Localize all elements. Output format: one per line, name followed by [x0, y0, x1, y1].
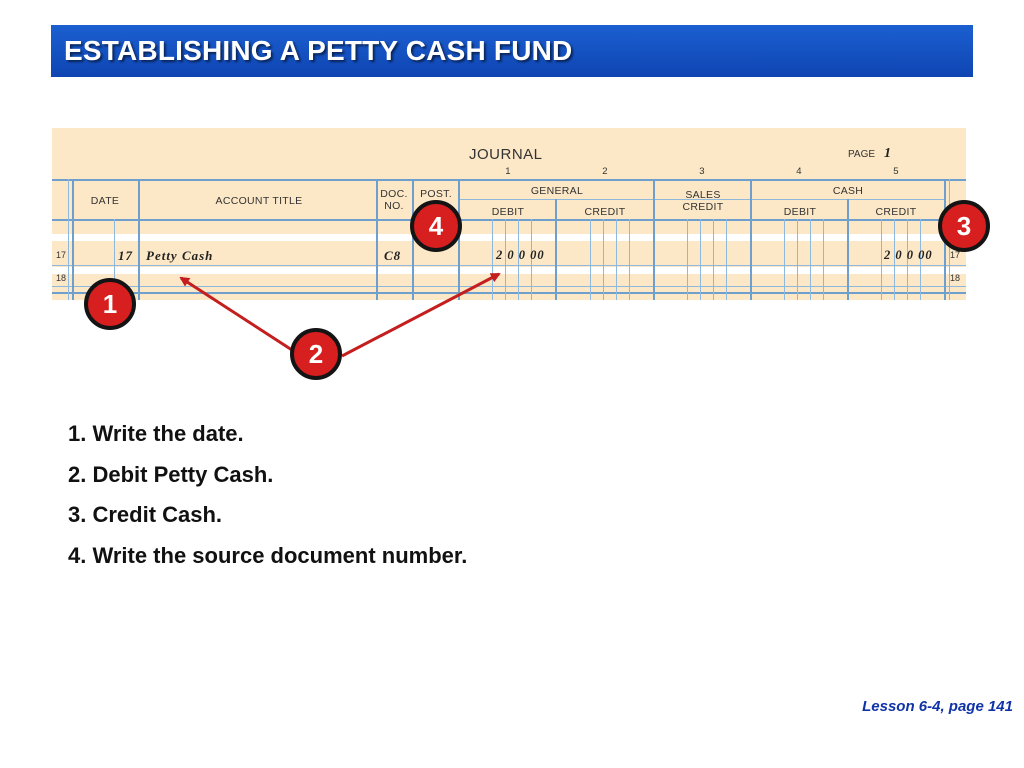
col-rule: [505, 219, 506, 300]
col-rule: [629, 219, 630, 300]
col-rule: [518, 219, 519, 300]
header-doc-no-line1: DOC.: [380, 188, 408, 200]
journal-form: JOURNAL PAGE 1 1 2 3 4 5 DATE ACCOUNT TI…: [52, 128, 966, 300]
header-post-ref: POST.: [420, 188, 452, 200]
col-rule: [616, 219, 617, 300]
row-separator-mid: [52, 267, 966, 274]
col-rule: [726, 219, 727, 300]
row-17-rule: [52, 265, 966, 266]
bottom-rule: [52, 292, 966, 294]
row-number-17-right: 17: [950, 250, 961, 260]
column-number-2: 2: [602, 166, 608, 177]
col-rule: [138, 179, 140, 300]
step-item: 2. Debit Petty Cash.: [68, 461, 274, 487]
slide-title: ESTABLISHING A PETTY CASH FUND: [64, 35, 573, 66]
col-rule: [920, 219, 921, 300]
step-item: 4. Write the source document number.: [68, 542, 468, 568]
header-date: DATE: [90, 195, 120, 207]
column-number-3: 3: [699, 166, 705, 177]
col-rule: [713, 219, 714, 300]
entry-account-title: Petty Cash: [146, 248, 214, 263]
page-label: PAGE: [848, 149, 876, 160]
col-rule: [687, 219, 688, 300]
header-bottom-rule: [52, 219, 966, 221]
entry-cash-credit: 2 0 0 00: [884, 248, 933, 262]
header-cash: CASH: [832, 185, 864, 197]
callout-badge-2: 2: [290, 328, 342, 380]
col-rule: [68, 179, 69, 300]
entry-general-debit: 2 0 0 00: [496, 248, 545, 262]
col-rule: [458, 179, 460, 300]
header-account-title: ACCOUNT TITLE: [215, 195, 303, 207]
header-sales-line2: CREDIT: [682, 201, 724, 213]
col-rule: [784, 219, 785, 300]
header-general-credit: CREDIT: [584, 206, 626, 218]
col-rule: [700, 219, 701, 300]
slide-title-bar: ESTABLISHING A PETTY CASH FUND: [51, 25, 973, 77]
col-rule: [894, 219, 895, 300]
step-item: 3. Credit Cash.: [68, 502, 223, 527]
callout-badge-3: 3: [938, 200, 990, 252]
entry-doc-no: C8: [384, 248, 402, 263]
col-rule: [492, 219, 493, 300]
header-top-rule: [52, 179, 966, 181]
lesson-reference: Lesson 6-4, page 141: [862, 698, 1013, 715]
row-separator-top: [52, 234, 966, 241]
callout-badge-1: 1: [84, 278, 136, 330]
header-mid-rule: [460, 199, 944, 200]
header-sales-line1: SALES: [685, 189, 721, 201]
col-rule: [810, 219, 811, 300]
column-number-1: 1: [505, 166, 511, 177]
journal-title: JOURNAL: [469, 146, 543, 163]
col-rule: [881, 219, 882, 300]
header-cash-credit: CREDIT: [875, 206, 917, 218]
callout-badge-4: 4: [410, 200, 462, 252]
col-rule: [847, 199, 849, 300]
row-18-rule: [52, 286, 966, 287]
col-rule: [750, 179, 752, 300]
col-rule: [590, 219, 591, 300]
header-general: GENERAL: [530, 185, 584, 197]
header-doc-no-line2: NO.: [384, 200, 404, 212]
row-number-17: 17: [56, 250, 67, 260]
header-cash-debit: DEBIT: [783, 206, 817, 218]
row-number-18-right: 18: [950, 273, 961, 283]
col-rule: [603, 219, 604, 300]
col-rule: [114, 219, 115, 300]
col-rule: [797, 219, 798, 300]
header-general-debit: DEBIT: [491, 206, 525, 218]
col-rule: [531, 219, 532, 300]
step-item: 1. Write the date.: [68, 421, 244, 446]
col-rule: [823, 219, 824, 300]
column-number-5: 5: [893, 166, 899, 177]
col-rule: [72, 179, 74, 300]
steps-list: 1. Write the date. 2. Debit Petty Cash. …: [68, 420, 467, 582]
col-rule: [555, 199, 557, 300]
col-rule: [376, 179, 378, 300]
entry-date-day: 17: [118, 248, 133, 263]
row-number-18: 18: [56, 273, 67, 283]
col-rule: [653, 179, 655, 300]
col-rule: [907, 219, 908, 300]
column-number-4: 4: [796, 166, 802, 177]
page-number: 1: [884, 146, 892, 161]
